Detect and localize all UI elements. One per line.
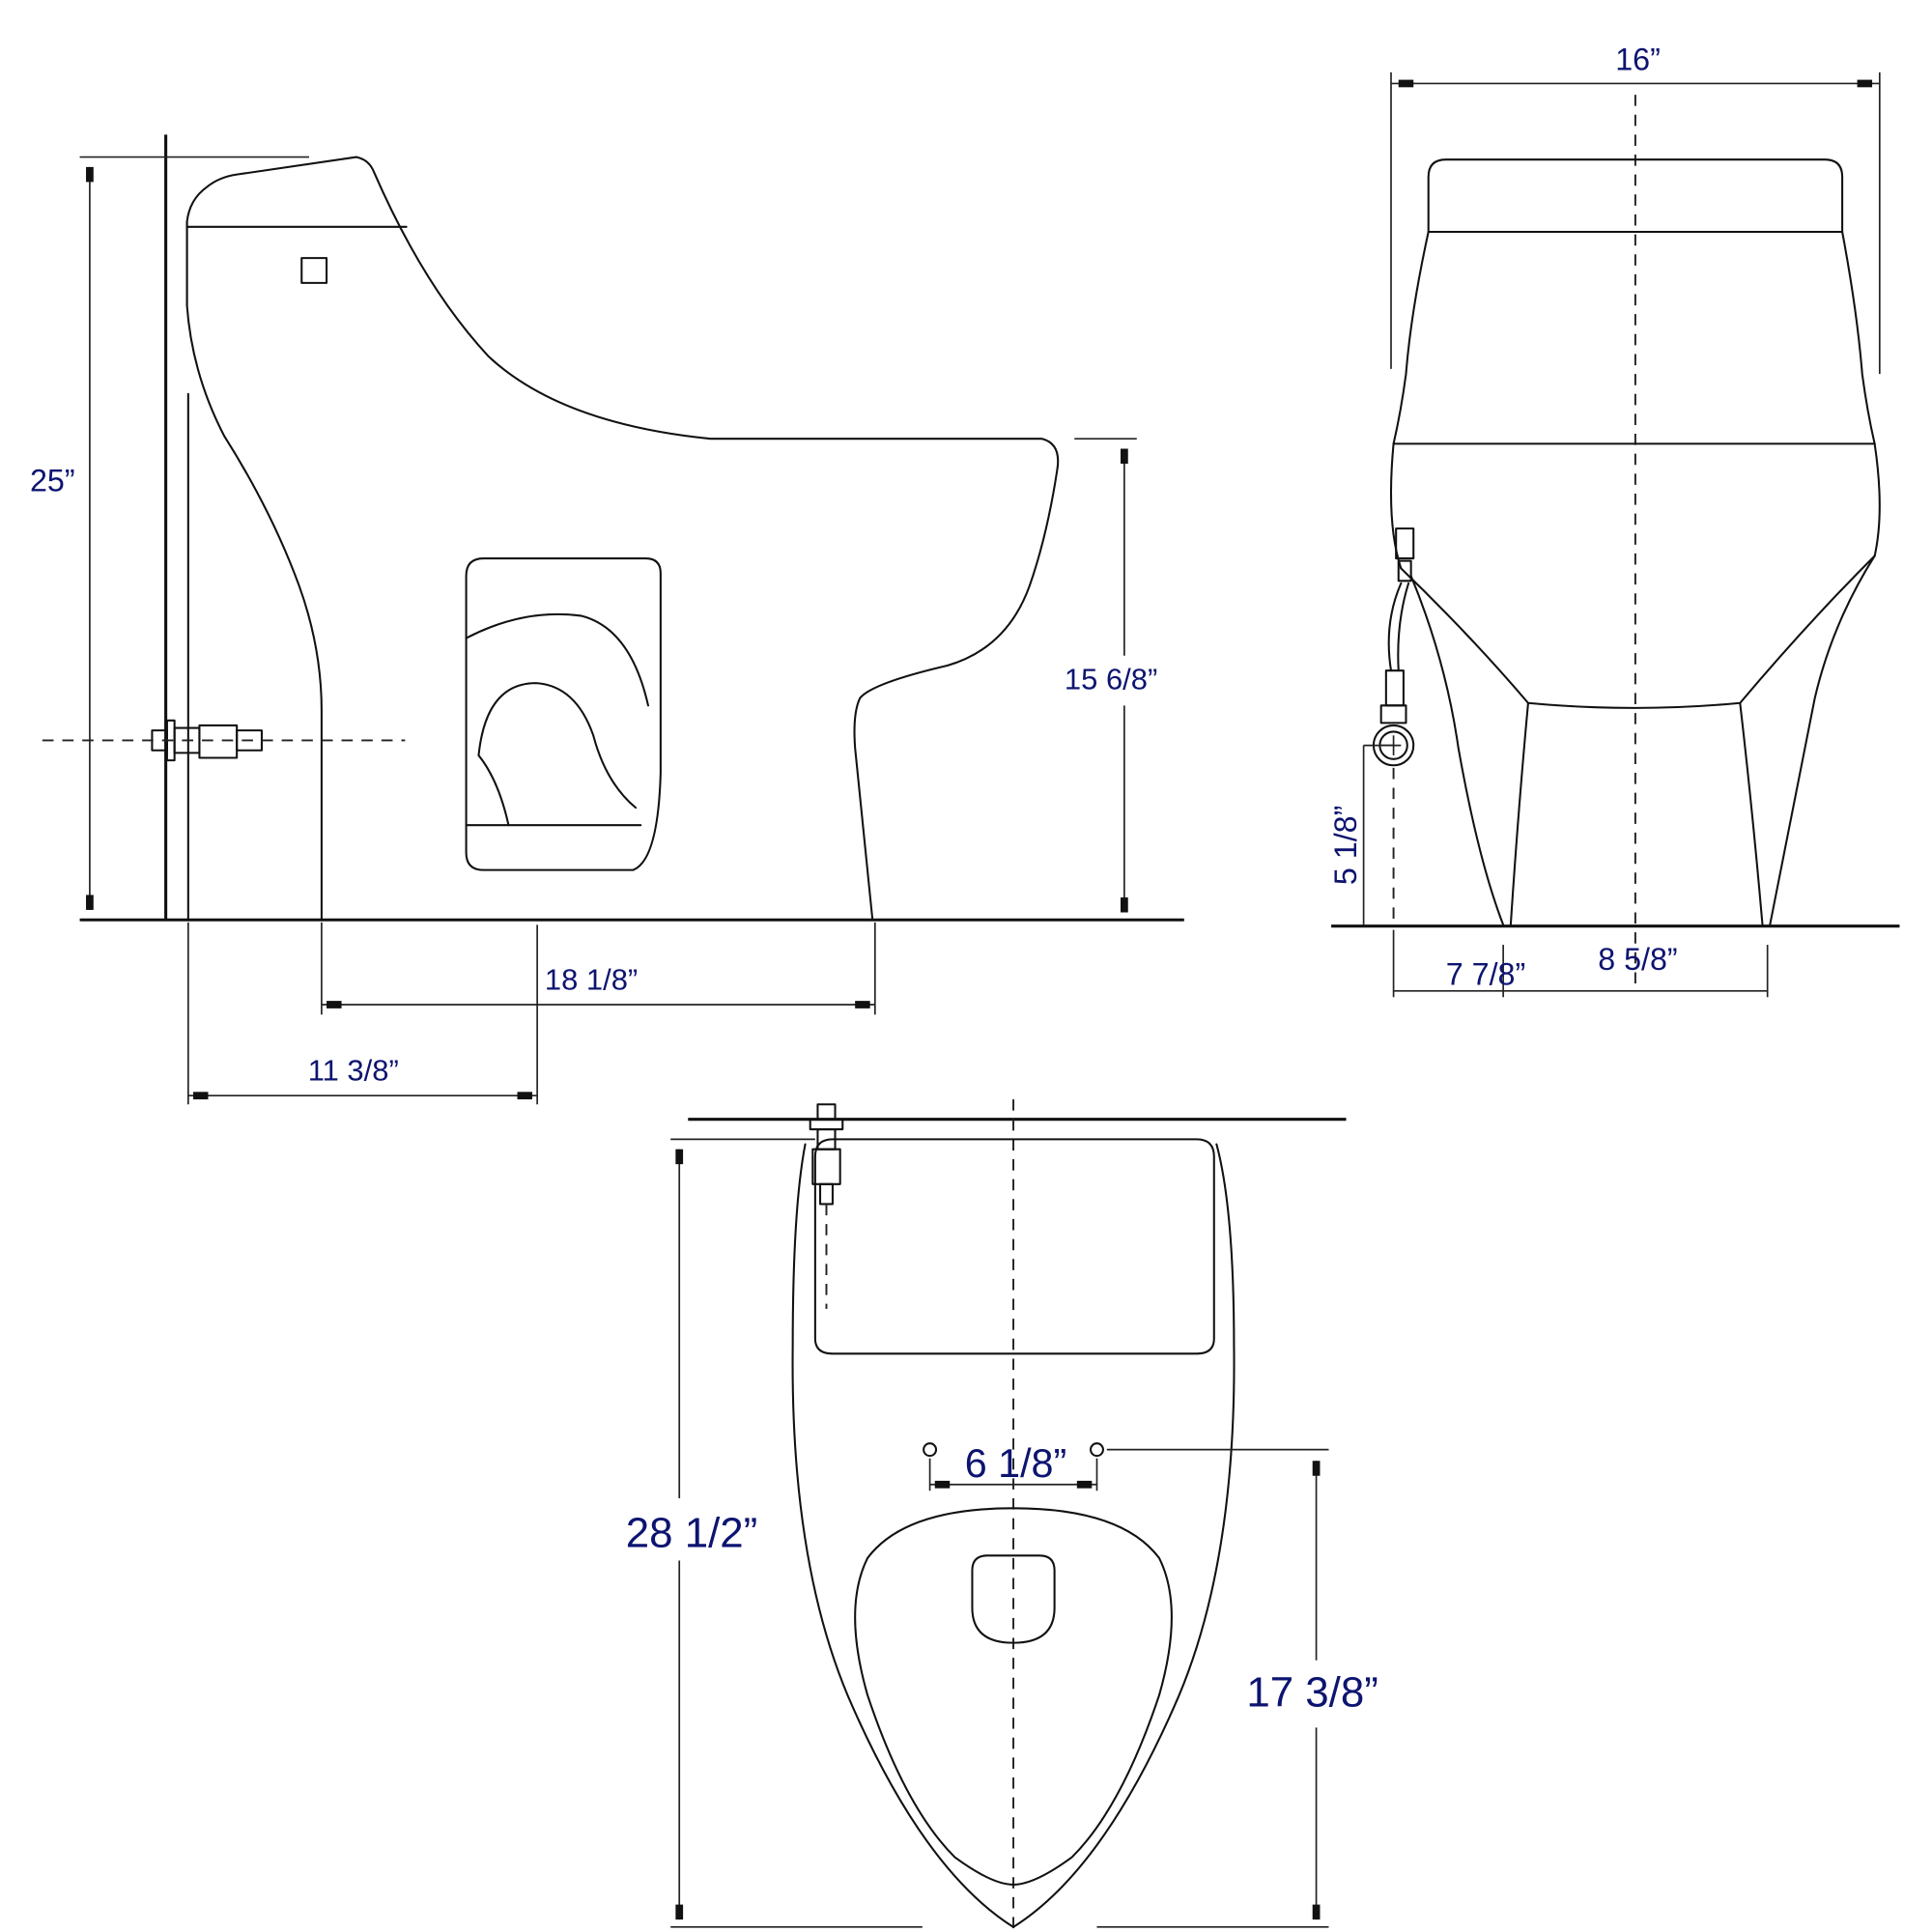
top-seat-outline	[854, 1507, 1173, 1886]
label-overall-height: 25”	[30, 463, 75, 497]
label-base-length: 18 1/8”	[545, 963, 638, 997]
front-tank-outline	[1427, 158, 1844, 234]
trapway-inner-curve	[477, 753, 510, 827]
seat-bolt-hole-right	[1090, 1442, 1104, 1458]
trapway-upper-curve	[465, 612, 649, 707]
front-supply-hose-icon	[1372, 527, 1415, 767]
side-view: 25” 15 6/8” 18 1/8” 11 3/8”	[30, 134, 1184, 1105]
front-body-upper	[1392, 230, 1876, 445]
flush-button-icon	[300, 257, 328, 284]
label-overall-depth: 28 1/2”	[626, 1509, 758, 1556]
label-supply-height: 5 1/8”	[1328, 806, 1363, 885]
front-view: 16” 5 1/8	[1328, 42, 1900, 998]
front-left-leg	[1409, 575, 1529, 926]
label-overall-width: 16”	[1615, 42, 1661, 76]
front-bowl-bottom	[1400, 554, 1876, 709]
seat-bolt-hole-left	[923, 1442, 938, 1458]
label-seat-height: 15 6/8”	[1065, 663, 1157, 696]
top-drain-outline	[971, 1554, 1056, 1644]
label-seat-bolt-spacing: 6 1/8”	[965, 1441, 1067, 1486]
label-foot-span: 8 5/8”	[1598, 942, 1677, 977]
trapway-lower-curve	[477, 682, 638, 810]
side-tank-back	[185, 220, 323, 922]
label-rough-in: 11 3/8”	[308, 1054, 399, 1088]
top-tank-outline	[813, 1138, 1215, 1355]
label-supply-offset: 7 7/8”	[1446, 956, 1525, 991]
trapway-cutout	[465, 557, 662, 871]
label-bowl-length: 17 3/8”	[1246, 1668, 1378, 1716]
side-toilet-outline	[185, 156, 1060, 922]
top-view: 6 1/8” 28 1/2” 17 3/8”	[626, 1099, 1378, 1930]
front-right-leg	[1739, 554, 1876, 926]
top-body-outline	[791, 1143, 1236, 1928]
